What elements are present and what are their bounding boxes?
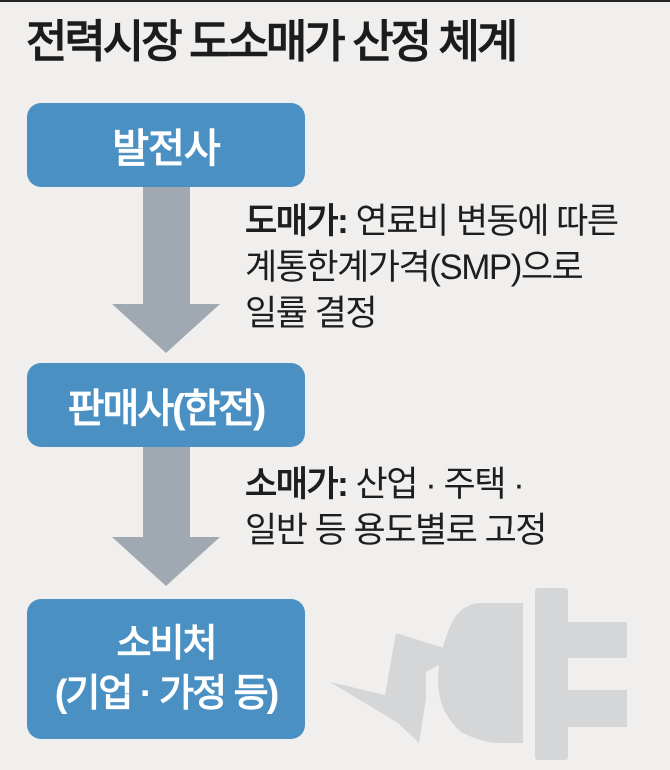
flow-box-consumers-sublabel: (기업 · 가정 등)	[54, 673, 279, 715]
note-line: 도매가: 연료비 변동에 따른	[245, 202, 619, 241]
retail-label: 소매가:	[245, 465, 349, 504]
note-line: 계통한계가격(SMP)으로	[245, 248, 584, 287]
wholesale-label: 도매가:	[245, 202, 349, 241]
down-arrow-icon	[112, 187, 220, 353]
page-title: 전력시장 도소매가 산정 체계	[26, 16, 518, 67]
flow-box-consumers-label: 소비처	[116, 622, 218, 665]
top-border-rule	[0, 0, 670, 2]
note-line: 일반 등 용도별로 고정	[245, 511, 547, 550]
flow-box-seller-label: 판매사(한전)	[67, 387, 267, 431]
note-line: 소매가: 산업 · 주택 ·	[245, 465, 525, 504]
flow-box-seller-kepco: 판매사(한전)	[27, 363, 305, 447]
flow-box-generator-label: 발전사	[112, 127, 220, 171]
flow-box-generator: 발전사	[27, 103, 305, 187]
note-line: 일률 결정	[245, 294, 378, 333]
flow-box-consumers: 소비처 (기업 · 가정 등)	[27, 599, 305, 739]
power-plug-lightning-icon	[330, 588, 627, 760]
wholesale-price-note: 도매가: 연료비 변동에 따른 계통한계가격(SMP)으로 일률 결정	[245, 199, 619, 337]
down-arrow-icon	[112, 447, 220, 586]
retail-price-note: 소매가: 산업 · 주택 · 일반 등 용도별로 고정	[245, 462, 547, 554]
